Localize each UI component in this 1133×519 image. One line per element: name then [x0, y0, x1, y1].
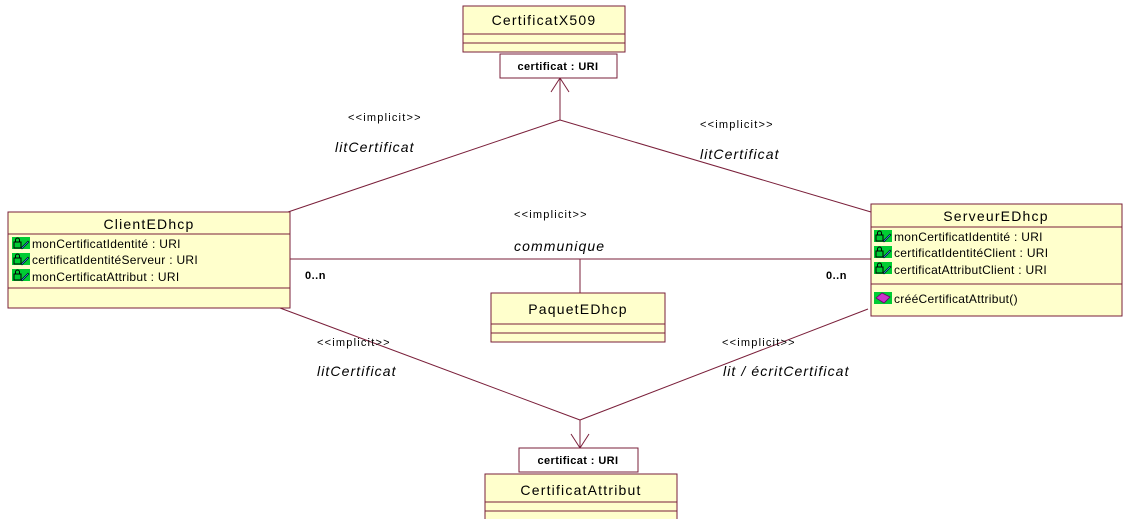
- lock-attribute-icon: [11, 236, 31, 250]
- stereotype-label: <<implicit>>: [722, 337, 796, 349]
- stereotype-label: <<implicit>>: [348, 112, 422, 124]
- role-label: litCertificat: [335, 139, 415, 155]
- stereotype-label: <<implicit>>: [317, 337, 391, 349]
- attribute: monCertificatAttribut : URI: [32, 270, 179, 284]
- class-client-edhcp[interactable]: ClientEDhcp monCertificatIdentité : URI …: [7, 211, 291, 309]
- role-label: litCertificat: [317, 363, 397, 379]
- lock-attribute-icon: [873, 245, 893, 259]
- attribute: certificatAttributClient : URI: [894, 263, 1047, 277]
- class-name: PaquetEDhcp: [528, 301, 628, 317]
- multiplicity-label: 0..n: [305, 270, 326, 282]
- class-certificat-x509[interactable]: CertificatX509: [462, 5, 626, 53]
- operation: crééCertificatAttribut(): [894, 292, 1018, 306]
- qualifier-box-bottom: certificat : URI: [518, 447, 639, 473]
- stereotype-label: <<implicit>>: [700, 119, 774, 131]
- class-name: CertificatAttribut: [520, 482, 641, 498]
- qualifier-text: certificat : URI: [538, 455, 619, 467]
- assoc-line-client-attribut: [279, 307, 581, 421]
- assoc-line-client-x509: [287, 119, 561, 213]
- attribute: monCertificatIdentité : URI: [32, 237, 181, 251]
- operation-icon: [873, 291, 893, 305]
- attribute: certificatIdentitéServeur : URI: [32, 253, 198, 267]
- class-certificat-attribut[interactable]: CertificatAttribut: [484, 473, 678, 519]
- lock-attribute-icon: [11, 268, 31, 282]
- attribute: certificatIdentitéClient : URI: [894, 246, 1048, 260]
- class-name: CertificatX509: [492, 12, 597, 28]
- assoc-line-serveur-attribut: [579, 308, 869, 421]
- attribute: monCertificatIdentité : URI: [894, 230, 1043, 244]
- role-label: communique: [514, 238, 605, 254]
- stereotype-label: <<implicit>>: [514, 209, 588, 221]
- multiplicity-label: 0..n: [826, 270, 847, 282]
- class-name: ClientEDhcp: [103, 216, 194, 232]
- lock-attribute-icon: [873, 261, 893, 275]
- qualifier-box-top: certificat : URI: [499, 53, 618, 79]
- class-serveur-edhcp[interactable]: ServeurEDhcp monCertificatIdentité : URI…: [870, 203, 1123, 317]
- role-label: lit / écritCertificat: [723, 363, 850, 379]
- lock-attribute-icon: [11, 252, 31, 266]
- lock-attribute-icon: [873, 229, 893, 243]
- class-name: ServeurEDhcp: [943, 208, 1048, 224]
- role-label: litCertificat: [700, 146, 780, 162]
- class-paquet-edhcp[interactable]: PaquetEDhcp: [490, 292, 666, 343]
- qualifier-text: certificat : URI: [518, 61, 599, 73]
- assoc-line-serveur-x509: [559, 119, 872, 213]
